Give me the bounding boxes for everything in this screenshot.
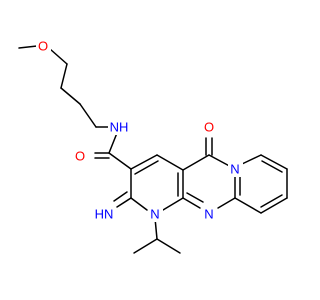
bond (116, 197, 132, 208)
methoxy-oxygen-label: O (38, 39, 48, 54)
bond (217, 197, 236, 209)
atom-labels: O NH O O N N N HN (36, 38, 243, 222)
bond (241, 154, 262, 165)
isopropyl-nitrogen-label: N (150, 207, 159, 222)
bond (108, 132, 118, 154)
amide-carbonyl-oxygen-label: O (75, 149, 85, 164)
bond (60, 63, 68, 89)
bond (182, 197, 201, 209)
bond (18, 45, 38, 49)
imine-hn-label: HN (95, 207, 114, 222)
bond (162, 197, 184, 211)
bond (261, 160, 283, 173)
ring-carbonyl-oxygen-label: O (204, 120, 214, 135)
bond (260, 154, 288, 170)
amide-nh-label: NH (110, 120, 129, 135)
bond (134, 160, 159, 175)
bond (182, 154, 210, 171)
bond (130, 154, 158, 170)
bond (130, 197, 148, 211)
bond (234, 197, 262, 214)
bond (156, 154, 184, 171)
bridgehead-nitrogen-label: N (230, 162, 239, 177)
bond (156, 238, 181, 254)
bond (60, 87, 81, 105)
bond (49, 48, 68, 65)
bond (79, 103, 97, 128)
bond (260, 194, 283, 208)
bond (186, 192, 204, 203)
bond (108, 152, 132, 170)
bond (113, 191, 128, 202)
bond (133, 238, 158, 254)
bond (260, 197, 288, 214)
pyrimidine-nitrogen-label: N (204, 207, 213, 222)
molecule-drawing: O NH O O N N N HN (18, 38, 288, 254)
